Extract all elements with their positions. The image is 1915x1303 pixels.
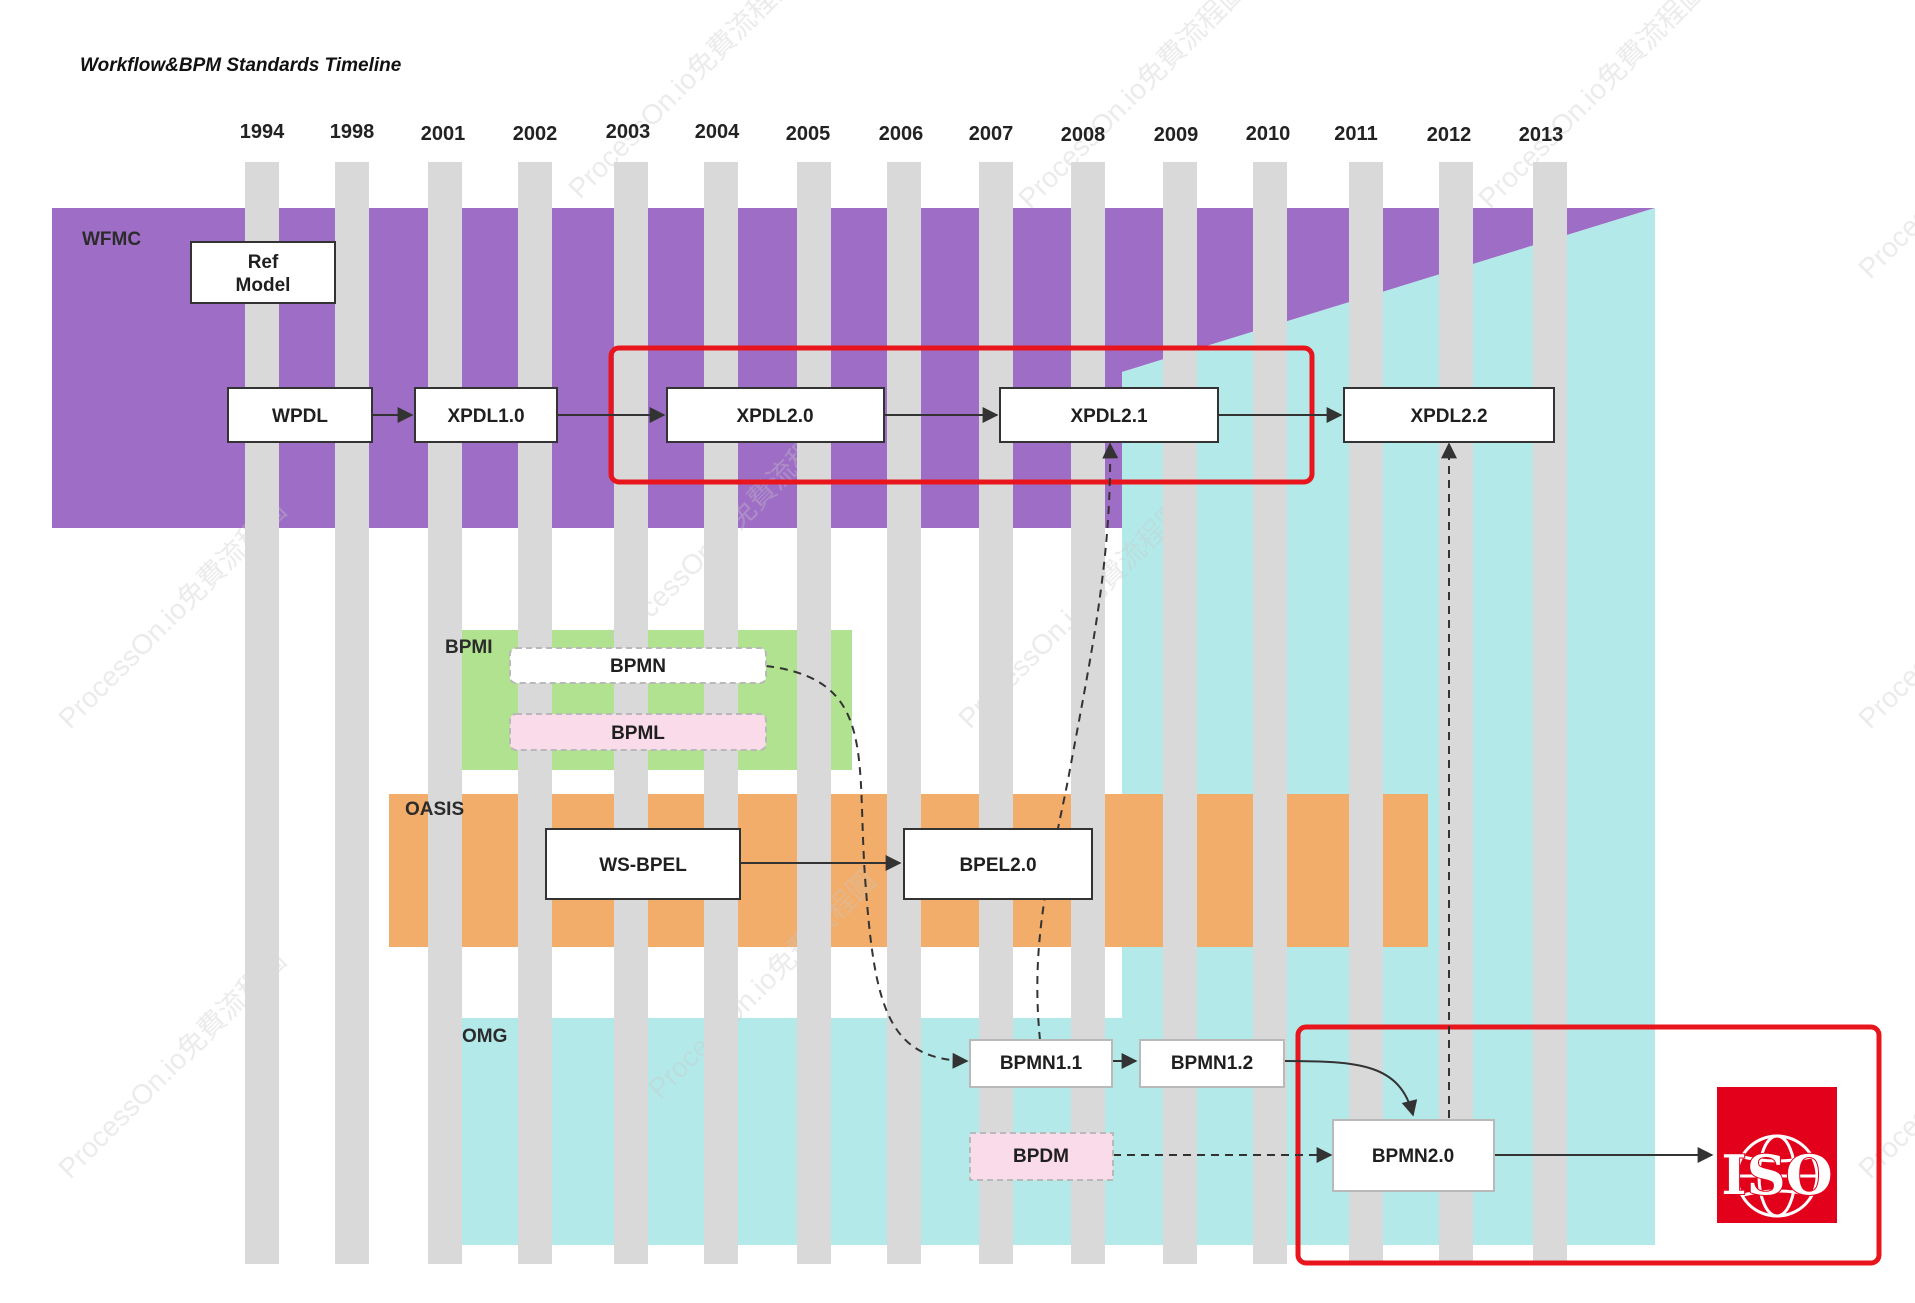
- year-label: 2009: [1154, 124, 1199, 146]
- year-column-1998: [335, 162, 369, 1264]
- year-column-2007: [979, 162, 1013, 1264]
- svg-text:Model: Model: [236, 275, 291, 296]
- svg-text:WS-BPEL: WS-BPEL: [599, 855, 687, 876]
- node-bpmn11[interactable]: BPMN1.1: [969, 1039, 1113, 1088]
- svg-text:Ref: Ref: [248, 252, 279, 273]
- svg-text:ProcessOn.io免費流程圖: ProcessOn.io免費流程圖: [1852, 494, 1915, 734]
- year-column-2011: [1349, 162, 1383, 1264]
- svg-text:BPMN1.2: BPMN1.2: [1171, 1053, 1253, 1074]
- iso-logo: ISO: [1717, 1087, 1837, 1223]
- node-xpdl20[interactable]: XPDL2.0: [666, 387, 885, 443]
- year-label: 2007: [969, 123, 1014, 145]
- node-xpdl10[interactable]: XPDL1.0: [414, 387, 558, 443]
- year-column-2001: [428, 162, 462, 1264]
- svg-text:XPDL1.0: XPDL1.0: [447, 406, 524, 427]
- year-column-2006: [887, 162, 921, 1264]
- year-column-2012: [1439, 162, 1473, 1264]
- globe-icon: [1735, 1134, 1819, 1218]
- node-bpmn12[interactable]: BPMN1.2: [1139, 1039, 1285, 1088]
- year-label: 1994: [240, 121, 285, 143]
- year-label: 2002: [513, 123, 558, 145]
- bpmn-iso-highlight-frame: [1295, 1024, 1882, 1266]
- year-label: 2001: [421, 123, 466, 145]
- node-ref-model[interactable]: Ref Model: [190, 241, 336, 304]
- year-label: 2012: [1427, 124, 1472, 146]
- svg-text:ProcessOn.io免費流程圖: ProcessOn.io免費流程圖: [1852, 944, 1915, 1184]
- bpmi-label: BPMI: [445, 637, 493, 658]
- year-label: 2010: [1246, 123, 1291, 145]
- svg-text:BPML: BPML: [611, 723, 665, 744]
- node-xpdl22[interactable]: XPDL2.2: [1343, 387, 1555, 443]
- year-column-2013: [1533, 162, 1567, 1264]
- node-bpdm[interactable]: BPDM: [969, 1132, 1114, 1181]
- node-bpmn20[interactable]: BPMN2.0: [1332, 1119, 1495, 1192]
- year-label: 2004: [695, 121, 740, 143]
- svg-text:ProcessOn.io免費流程圖: ProcessOn.io免費流程圖: [1012, 0, 1252, 214]
- year-label: 2008: [1061, 124, 1106, 146]
- svg-text:ProcessOn.io免費流程圖: ProcessOn.io免費流程圖: [562, 0, 802, 204]
- year-label: 2013: [1519, 124, 1564, 146]
- node-xpdl21[interactable]: XPDL2.1: [999, 387, 1219, 443]
- year-labels: 1994 1998 2001 2002 2003 2004 2005 2006 …: [240, 121, 1564, 146]
- node-bpml[interactable]: BPML: [509, 713, 767, 751]
- connectors: [372, 407, 1714, 1163]
- dashed-connectors: [765, 442, 1457, 1163]
- year-label: 2011: [1334, 123, 1377, 145]
- diagram-title: Workflow&BPM Standards Timeline: [80, 55, 402, 76]
- year-column-2008: [1071, 162, 1105, 1264]
- iso-logo-text: ISO: [1721, 1143, 1832, 1207]
- year-label: 2003: [606, 121, 651, 143]
- svg-text:XPDL2.2: XPDL2.2: [1410, 406, 1487, 427]
- year-label: 2006: [879, 123, 924, 145]
- arrow-bpmn12-bpmn20: [1283, 1060, 1418, 1117]
- year-column-1994: [245, 162, 279, 1264]
- omg-label: OMG: [462, 1026, 507, 1047]
- svg-text:BPMN: BPMN: [610, 656, 666, 677]
- arrow-bpel20-xpdl21: [1036, 442, 1119, 1041]
- year-column-2009: [1163, 162, 1197, 1264]
- svg-text:XPDL2.0: XPDL2.0: [736, 406, 813, 427]
- arrow-bpmn-bpmn11: [765, 665, 969, 1069]
- year-label: 2005: [786, 123, 831, 145]
- node-bpmn[interactable]: BPMN: [509, 647, 767, 684]
- wfmc-label: WFMC: [82, 229, 141, 250]
- svg-text:WPDL: WPDL: [272, 406, 328, 427]
- svg-text:BPDM: BPDM: [1013, 1146, 1069, 1167]
- svg-text:ProcessOn.io免費流程圖: ProcessOn.io免費流程圖: [1472, 0, 1712, 214]
- node-bpel20[interactable]: BPEL2.0: [903, 828, 1093, 900]
- node-wpdl[interactable]: WPDL: [227, 387, 373, 443]
- svg-text:ProcessOn.io免費流程圖: ProcessOn.io免費流程圖: [1852, 44, 1915, 284]
- svg-text:BPMN1.1: BPMN1.1: [1000, 1053, 1083, 1074]
- year-columns: [245, 162, 1567, 1264]
- year-label: 1998: [330, 121, 375, 143]
- year-column-2005: [797, 162, 831, 1264]
- svg-text:BPMN2.0: BPMN2.0: [1372, 1146, 1454, 1167]
- node-ws-bpel[interactable]: WS-BPEL: [545, 828, 741, 900]
- oasis-label: OASIS: [405, 799, 464, 820]
- year-column-2010: [1253, 162, 1287, 1264]
- svg-text:XPDL2.1: XPDL2.1: [1070, 406, 1148, 427]
- svg-text:BPEL2.0: BPEL2.0: [959, 855, 1036, 876]
